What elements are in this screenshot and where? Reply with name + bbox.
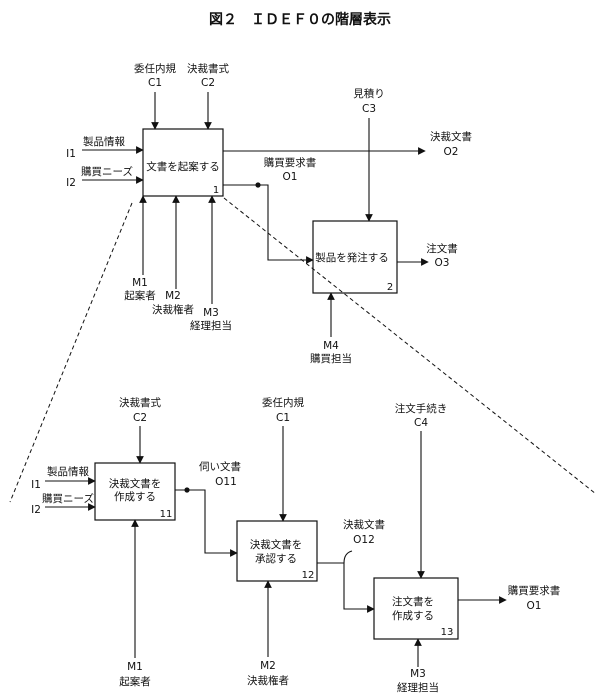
child-output-o11-code: O11 xyxy=(215,476,237,488)
activity-a2-label: 製品を発注する xyxy=(315,251,389,264)
activity-a13-label-line1: 注文書を xyxy=(392,595,434,608)
child-arrow-o12 xyxy=(317,562,375,613)
child-control-c2-name: 決裁書式 xyxy=(119,396,161,409)
arrow-o1 xyxy=(223,184,314,264)
child-control-c1-name: 委任内規 xyxy=(262,396,304,409)
activity-a11-label-line1: 決裁文書を xyxy=(109,477,162,490)
control-c1-code: C1 xyxy=(148,77,162,89)
child-junction-dot-1 xyxy=(184,487,190,493)
activity-a12-label-line1: 決裁文書を xyxy=(250,538,303,551)
activity-box-a11[interactable] xyxy=(94,462,176,521)
control-c2-name: 決裁書式 xyxy=(187,62,229,75)
decomposition-line-left xyxy=(9,202,133,503)
child-input-i1-name: 製品情報 xyxy=(47,465,89,478)
child-output-o12-code: O12 xyxy=(353,534,375,546)
child-output-o1-code: O1 xyxy=(527,600,542,612)
activity-box-a1[interactable] xyxy=(142,128,224,197)
mechanism-m3-name: 経理担当 xyxy=(190,319,232,332)
output-o3-name: 注文書 xyxy=(426,242,458,255)
top-level-diagram: 文書を起案する 1 製品を発注する 2 委任内規 C1 決裁書式 C2 製品情報… xyxy=(66,62,472,365)
child-output-o11-name: 伺い文書 xyxy=(199,460,241,473)
input-i2-code: I2 xyxy=(66,177,76,189)
activity-a13-label-line2: 作成する xyxy=(392,610,434,622)
activity-a1-number: 1 xyxy=(213,185,219,196)
output-o1-name: 購買要求書 xyxy=(264,156,317,169)
mechanism-m2-code: M2 xyxy=(165,290,181,302)
control-c3-name: 見積り xyxy=(353,87,385,100)
input-i2-name: 購買ニーズ xyxy=(81,165,133,178)
child-control-c4-code: C4 xyxy=(414,417,428,429)
mechanism-m2-name: 決裁権者 xyxy=(152,303,194,316)
activity-a1-label: 文書を起案する xyxy=(146,160,220,173)
activity-a12-label-line2: 承認する xyxy=(255,552,297,565)
page-title: 図２ ＩＤＥＦ０の階層表示 xyxy=(209,11,391,28)
activity-a2-number: 2 xyxy=(387,282,393,293)
activity-a11-number: 11 xyxy=(160,509,173,520)
activity-a12-number: 12 xyxy=(302,570,315,581)
control-c3-code: C3 xyxy=(362,103,376,115)
child-input-i2-code: I2 xyxy=(31,504,41,516)
junction-dot xyxy=(255,182,261,188)
activity-box-a12[interactable] xyxy=(236,520,318,582)
activity-a13-number: 13 xyxy=(441,627,454,638)
child-control-c4-name: 注文手続き xyxy=(395,402,448,415)
input-i1-code: I1 xyxy=(66,148,76,160)
child-mechanism-m1-name: 起案者 xyxy=(119,675,151,688)
child-input-i1-code: I1 xyxy=(31,479,41,491)
activity-box-a2[interactable] xyxy=(312,220,398,294)
child-level-diagram: 決裁文書を 作成する 11 決裁文書を 承認する 12 注文書を 作成する 13… xyxy=(31,396,560,694)
child-control-c1-code: C1 xyxy=(276,412,290,424)
child-mechanism-m1-code: M1 xyxy=(127,661,143,673)
child-mechanism-m3-name: 経理担当 xyxy=(397,681,439,694)
input-i1-name: 製品情報 xyxy=(83,135,125,148)
output-o3-code: O3 xyxy=(435,257,450,269)
mechanism-m4-code: M4 xyxy=(323,340,339,352)
control-c1-name: 委任内規 xyxy=(134,62,176,75)
child-output-o1-name: 購買要求書 xyxy=(508,584,561,597)
activity-a11-label-line2: 作成する xyxy=(114,491,156,503)
child-mechanism-m2-code: M2 xyxy=(260,660,276,672)
output-o1-code: O1 xyxy=(283,171,298,183)
mechanism-m1-code: M1 xyxy=(132,277,148,289)
control-c2-code: C2 xyxy=(201,77,215,89)
mechanism-m4-name: 購買担当 xyxy=(310,352,352,365)
activity-box-a13[interactable] xyxy=(373,577,459,640)
child-mechanism-m2-name: 決裁権者 xyxy=(247,674,289,687)
child-arrow-o11 xyxy=(175,489,238,557)
decomposition-line-right xyxy=(223,197,597,495)
child-control-c2-code: C2 xyxy=(133,412,147,424)
child-branch-curve xyxy=(343,550,353,564)
child-input-i2-name: 購買ニーズ xyxy=(42,492,94,505)
child-output-o12-name: 決裁文書 xyxy=(343,518,385,531)
child-mechanism-m3-code: M3 xyxy=(410,668,426,680)
output-o2-name: 決裁文書 xyxy=(430,130,472,143)
mechanism-m1-name: 起案者 xyxy=(124,289,156,302)
output-o2-code: O2 xyxy=(444,146,459,158)
mechanism-m3-code: M3 xyxy=(203,307,219,319)
